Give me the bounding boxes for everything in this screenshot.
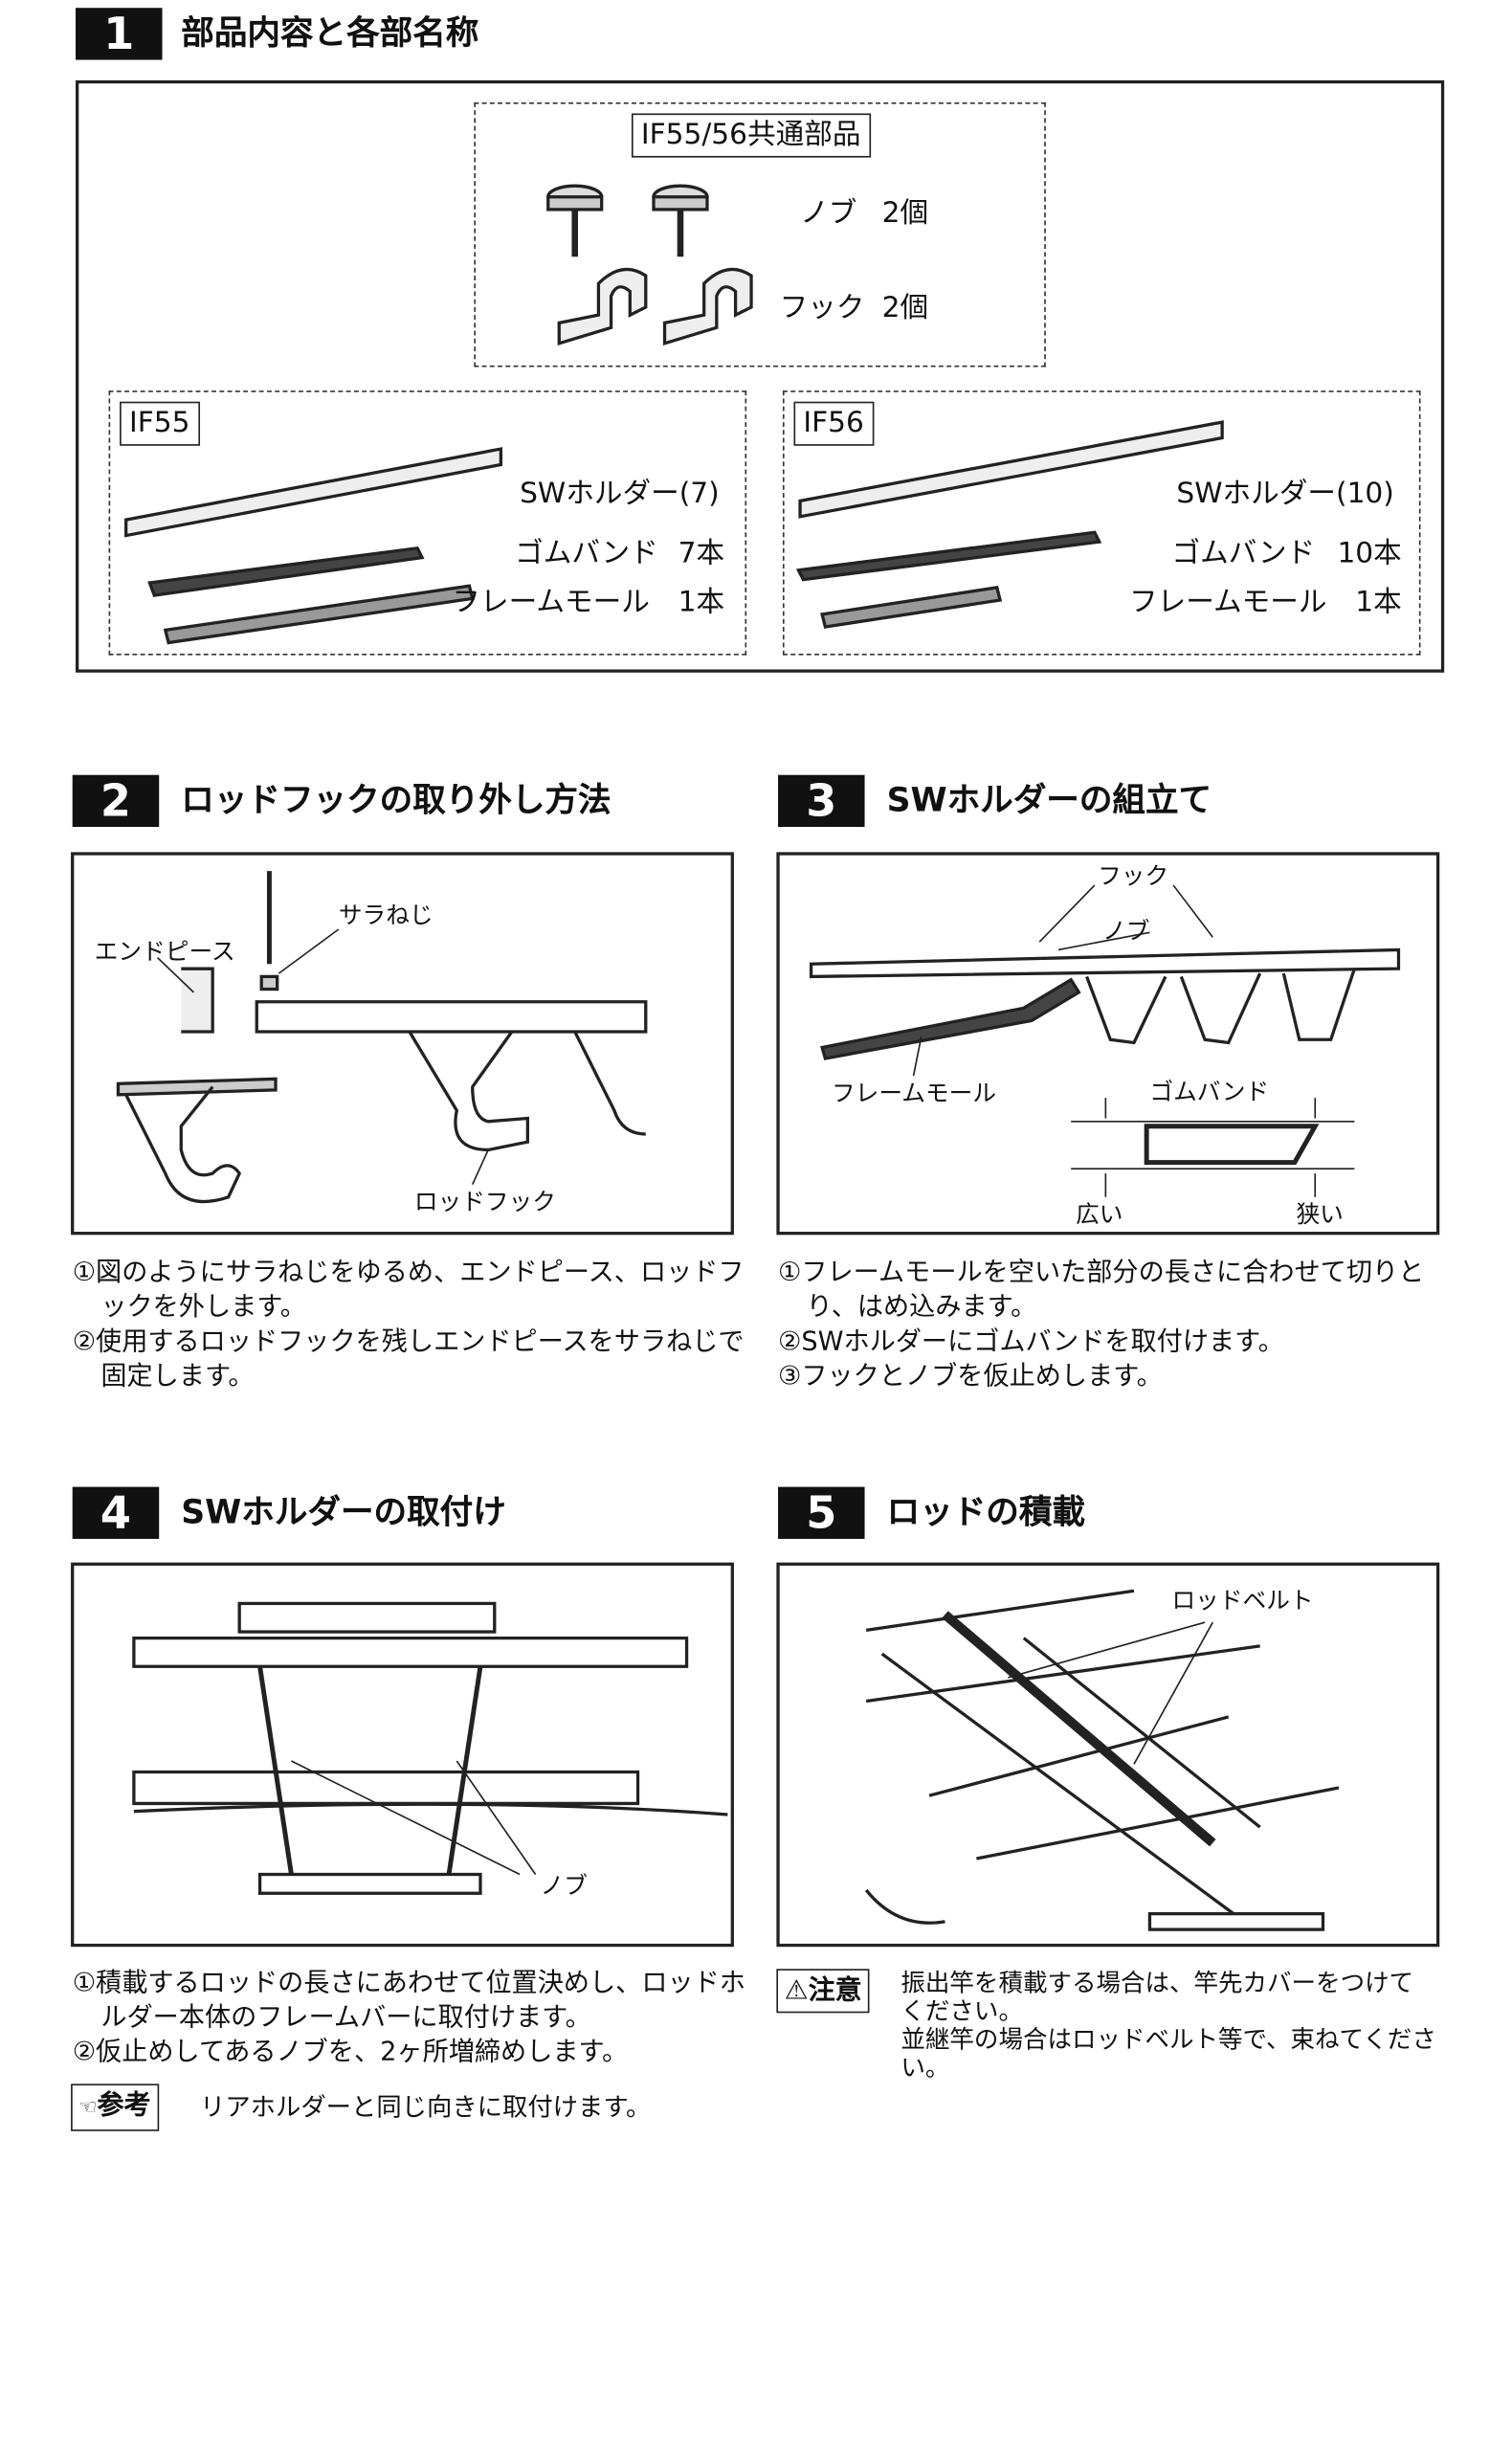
common-parts-box: [474, 101, 1046, 368]
section-title: ロッドフックの取り外し方法: [181, 781, 611, 819]
pointing-hand-icon: ☜: [78, 2096, 98, 2121]
section-title: SWホルダーの取付け: [181, 1493, 506, 1531]
if56-frame: フレームモール: [1129, 586, 1327, 619]
section-number: 4: [72, 1486, 160, 1539]
step: ②SWホルダーにゴムバンドを取付けます。: [778, 1326, 1284, 1357]
common-parts-label: IF55/56共通部品: [631, 113, 871, 158]
hook-icon: [557, 267, 648, 346]
knob-label: ノブ: [1102, 916, 1150, 946]
endpiece-label: エンドピース: [94, 937, 235, 966]
knob-label: ノブ: [540, 1871, 588, 1900]
if56-box: [782, 390, 1421, 656]
caution-text: 振出竿を積載する場合は、竿先カバーをつけてください。 並継竿の場合はロッドベルト…: [901, 1969, 1436, 2082]
if56-holder: SWホルダー(10): [1176, 477, 1394, 511]
section-number: 1: [75, 8, 163, 60]
step: ①積載するロッドの長さにあわせて位置決めし、ロッドホルダー本体のフレームバーに取…: [72, 1967, 745, 2033]
step: ①フレームモールを空いた部分の長さに合わせて切りとり、はめ込みます。: [778, 1257, 1425, 1322]
sw-holder-10-drawing: [795, 420, 1224, 629]
knob-icon: [546, 184, 604, 257]
wide-label: 広い: [1076, 1200, 1123, 1229]
holder-mount-drawing: [132, 1601, 728, 1895]
hook-icon: [662, 267, 753, 346]
if55-box: [108, 390, 747, 656]
narrow-label: 狭い: [1296, 1200, 1344, 1229]
hook-label: フック: [779, 291, 865, 325]
steps: ①積載するロッドの長さにあわせて位置決めし、ロッドホルダー本体のフレームバーに取…: [73, 1966, 750, 2070]
rod-hook-drawing: [116, 871, 648, 1204]
parts-panel: [75, 79, 1445, 673]
section-title: SWホルダーの組立て: [886, 781, 1212, 819]
caution-line: 振出竿を積載する場合は、竿先カバーをつけてください。: [901, 1969, 1414, 2026]
warning-icon: ⚠: [784, 1974, 809, 2007]
if55-label: IF55: [120, 401, 200, 446]
caution-line: 並継竿の場合はロッドベルト等で、束ねてください。: [901, 2025, 1436, 2083]
hook-label: フック: [1098, 861, 1169, 890]
if56-label: IF56: [793, 401, 874, 446]
knob-icon: [652, 184, 709, 257]
if55-frame-qty: 1本: [678, 586, 725, 619]
steps: ①フレームモールを空いた部分の長さに合わせて切りとり、はめ込みます。 ②SWホル…: [778, 1256, 1456, 1394]
step: ③フックとノブを仮止めします。: [778, 1360, 1163, 1392]
caution-badge-label: 注意: [808, 1974, 862, 2007]
knob-label: ノブ: [800, 196, 857, 231]
screw-label: サラねじ: [338, 901, 434, 930]
section-number: 5: [778, 1486, 865, 1539]
band-label: ゴムバンド: [1149, 1077, 1270, 1106]
figure-panel: [71, 852, 734, 1236]
caution-badge: ⚠注意: [776, 1969, 870, 2014]
figure-panel: [71, 1562, 734, 1948]
figure-panel: [776, 852, 1440, 1236]
hook-qty: 2個: [881, 291, 929, 325]
knob-qty: 2個: [881, 196, 929, 231]
section-number: 2: [72, 774, 160, 828]
section-number: 3: [778, 774, 865, 828]
frame-label: フレームモール: [831, 1079, 997, 1107]
section-title: ロッドの積載: [886, 1493, 1085, 1531]
section-title: 部品内容と各部名称: [181, 13, 479, 53]
steps: ①図のようにサラねじをゆるめ、エンドピース、ロッドフックを外します。 ②使用する…: [73, 1256, 750, 1394]
holder-assembly-drawing: [809, 884, 1401, 1197]
step: ②使用するロッドフックを残しエンドピースをサラねじで固定します。: [72, 1326, 745, 1392]
rod-loading-drawing: [864, 1589, 1340, 1931]
reference-text: リアホルダーと同じ向きに取付けます。: [200, 2091, 652, 2122]
if55-band-qty: 7本: [678, 537, 725, 570]
if55-holder: SWホルダー(7): [520, 477, 720, 511]
step: ①図のようにサラねじをゆるめ、エンドピース、ロッドフックを外します。: [72, 1257, 745, 1322]
reference-badge-label: 参考: [97, 2089, 151, 2122]
belt-label: ロッドベルト: [1171, 1586, 1314, 1615]
if56-band: ゴムバンド: [1171, 537, 1316, 570]
if56-band-qty: 10本: [1337, 537, 1402, 570]
if55-frame: フレームモール: [452, 586, 650, 619]
rodhook-label: ロッドフック: [413, 1187, 556, 1216]
figure-panel: [776, 1562, 1440, 1948]
reference-badge: ☜参考: [71, 2083, 159, 2131]
step: ②仮止めしてあるノブを、2ヶ所増締めします。: [72, 2037, 629, 2067]
sw-holder-7-drawing: [124, 447, 503, 645]
if56-frame-qty: 1本: [1355, 586, 1402, 619]
if55-band: ゴムバンド: [515, 537, 658, 570]
